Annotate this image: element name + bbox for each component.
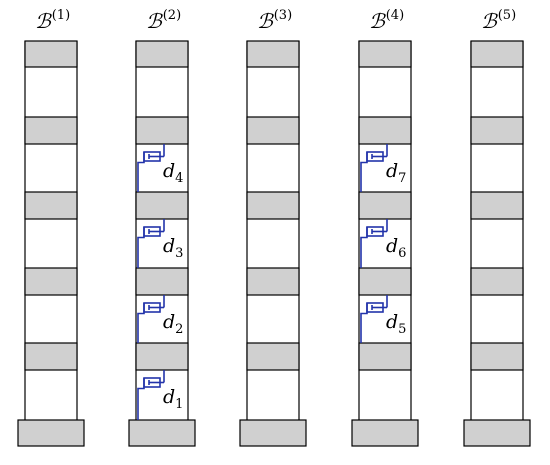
floor-slab bbox=[358, 342, 412, 371]
floor-slab bbox=[470, 40, 524, 68]
floor-slab bbox=[246, 191, 300, 220]
damper-4: d4 bbox=[137, 144, 183, 192]
floor-slab bbox=[24, 267, 78, 296]
damper-5: d5 bbox=[360, 295, 406, 343]
damper-3: d3 bbox=[137, 219, 183, 268]
floor-slab bbox=[358, 267, 412, 296]
floor-slab bbox=[24, 116, 78, 145]
floor-slab bbox=[135, 40, 189, 68]
floor-slab bbox=[358, 40, 412, 68]
floor-slab bbox=[358, 116, 412, 145]
foundation bbox=[351, 419, 419, 447]
floor-slab bbox=[135, 191, 189, 220]
damper-6: d6 bbox=[360, 219, 406, 268]
damper-label: d7 bbox=[386, 160, 406, 186]
building-label-superscript: (2) bbox=[163, 8, 181, 23]
building-label: ℬ(5) bbox=[481, 8, 516, 33]
floor-slab bbox=[135, 342, 189, 371]
building-label-superscript: (3) bbox=[274, 8, 292, 23]
building-2: ℬ(2) bbox=[128, 8, 196, 447]
damper-label-subscript: 7 bbox=[398, 171, 406, 186]
damper-label-symbol: d bbox=[163, 311, 175, 333]
floor-slab bbox=[24, 40, 78, 68]
damper-7: d7 bbox=[360, 144, 406, 192]
building-label-superscript: (4) bbox=[386, 8, 404, 23]
building-label-symbol: ℬ bbox=[257, 9, 274, 33]
building-5: ℬ(5) bbox=[463, 8, 531, 447]
damper-1: d1 bbox=[137, 370, 183, 420]
building-label-symbol: ℬ bbox=[146, 9, 163, 33]
damper-2: d2 bbox=[137, 295, 183, 343]
damper-label-symbol: d bbox=[163, 386, 175, 408]
floor-slab bbox=[470, 191, 524, 220]
building-1: ℬ(1) bbox=[17, 8, 85, 447]
building-label-superscript: (5) bbox=[498, 8, 516, 23]
damper-label-symbol: d bbox=[386, 311, 398, 333]
damper-label: d1 bbox=[163, 386, 183, 412]
damper-rod-lower bbox=[137, 152, 145, 192]
damper-label-subscript: 5 bbox=[398, 322, 406, 337]
floor-slab bbox=[246, 342, 300, 371]
floor-slab bbox=[246, 116, 300, 145]
damper-label-subscript: 2 bbox=[175, 322, 183, 337]
floor-slab bbox=[24, 191, 78, 220]
floor-slab bbox=[246, 40, 300, 68]
foundation bbox=[463, 419, 531, 447]
damper-label-subscript: 1 bbox=[175, 397, 183, 412]
floor-slab bbox=[470, 267, 524, 296]
damper-label-subscript: 4 bbox=[175, 171, 183, 186]
building-label: ℬ(4) bbox=[369, 8, 404, 33]
damper-label: d2 bbox=[163, 311, 183, 337]
floor-slab bbox=[24, 342, 78, 371]
damper-label: d4 bbox=[163, 160, 183, 186]
floor-slab bbox=[135, 267, 189, 296]
damper-label-subscript: 6 bbox=[398, 246, 406, 261]
damper-label-symbol: d bbox=[163, 235, 175, 257]
damper-label-symbol: d bbox=[386, 160, 398, 182]
building-label: ℬ(3) bbox=[257, 8, 292, 33]
damper-label-symbol: d bbox=[386, 235, 398, 257]
damper-rod-lower bbox=[360, 227, 368, 268]
damper-label: d5 bbox=[386, 311, 406, 337]
damper-rod-lower bbox=[360, 152, 368, 192]
damper-label: d6 bbox=[386, 235, 406, 261]
damper-rod-lower bbox=[137, 303, 145, 343]
floor-slab bbox=[470, 116, 524, 145]
floor-slab bbox=[246, 267, 300, 296]
foundation bbox=[128, 419, 196, 447]
foundation bbox=[17, 419, 85, 447]
building-label: ℬ(1) bbox=[35, 8, 70, 33]
damper-label-subscript: 3 bbox=[175, 246, 183, 261]
building-label: ℬ(2) bbox=[146, 8, 181, 33]
floor-slab bbox=[470, 342, 524, 371]
floor-slab bbox=[135, 116, 189, 145]
damper-rod-lower bbox=[360, 303, 368, 343]
building-label-symbol: ℬ bbox=[35, 9, 52, 33]
damper-rod-lower bbox=[137, 378, 145, 420]
building-label-symbol: ℬ bbox=[369, 9, 386, 33]
building-label-symbol: ℬ bbox=[481, 9, 498, 33]
building-3: ℬ(3) bbox=[239, 8, 307, 447]
foundation bbox=[239, 419, 307, 447]
damper-label-symbol: d bbox=[163, 160, 175, 182]
floor-slab bbox=[358, 191, 412, 220]
building-4: ℬ(4) bbox=[351, 8, 419, 447]
damper-rod-lower bbox=[137, 227, 145, 268]
building-label-superscript: (1) bbox=[52, 8, 70, 23]
damper-label: d3 bbox=[163, 235, 183, 261]
